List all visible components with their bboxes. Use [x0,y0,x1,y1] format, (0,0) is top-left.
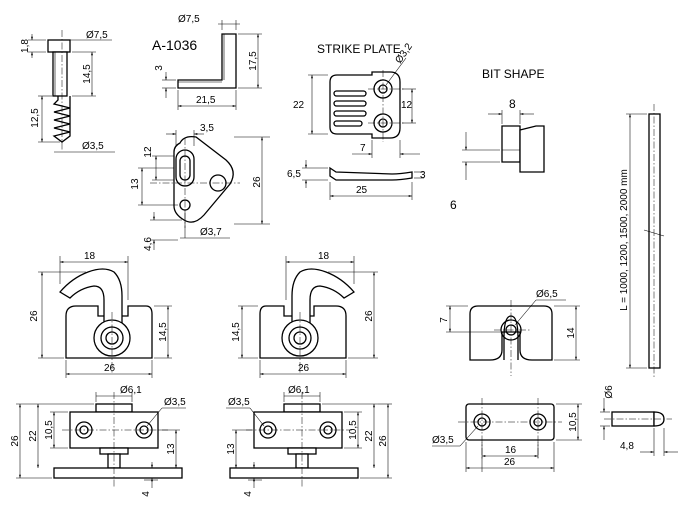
rod-view: L = 1000, 1200, 1500, 2000 mm Ø6 4,8 [600,104,678,456]
pin-d-pin: Ø7,5 [178,14,200,25]
br-t-base: 4 [243,491,254,497]
br-h-plate: 10,5 [348,420,359,440]
strike-h-holes: 12 [401,100,413,111]
catch-right-w-top: 18 [318,251,330,262]
strike-h-side: 6,5 [287,169,301,180]
catch-left-h-body: 14,5 [158,322,169,342]
catch-right-view: 18 26 14,5 26 [231,251,378,378]
bl-d-pin: Ø6,1 [120,385,142,396]
tri-w-top: 3,5 [200,123,214,134]
pin-t-base: 3 [154,65,165,71]
bit-width: 8 [509,97,516,111]
block-d-hole: Ø6,5 [536,289,558,300]
block-h-total: 14 [566,327,577,339]
screw-h-shank: 14,5 [82,64,93,84]
bl-t-base: 4 [141,491,152,497]
bottom-right-view: Ø6,1 Ø3,5 10,5 22 26 13 4 [226,385,392,497]
bit-block-plate-view: Ø3,5 10,5 16 26 [432,398,582,472]
bl-h-total: 26 [10,435,21,447]
screw-h-thread: 12,5 [30,108,41,128]
rod-d-rod: Ø6 [604,385,615,399]
rod-lengths: L = 1000, 1200, 1500, 2000 mm [619,169,630,311]
catch-left-w-top: 18 [84,251,96,262]
pin-h-total: 17,5 [248,51,259,71]
bit-block-view: Ø6,5 7 14 [439,289,580,376]
br-h-pitch: 13 [226,443,237,455]
catch-left-view: 18 26 14,5 26 [29,251,172,378]
bl-h-mid: 22 [28,430,39,442]
strike-t-side: 3 [420,170,426,181]
tri-d-hole: Ø3,7 [200,227,222,238]
bl-h-pitch: 13 [166,443,177,455]
triangle-plate-view: 3,5 12 13 26 4,6 Ø3,7 [130,123,270,251]
rod-d-end: 4,8 [620,441,634,452]
strike-w-side: 25 [356,185,368,196]
catch-right-h-total: 26 [364,310,375,322]
catch-right-w-base: 26 [298,363,310,374]
screw-d-head: Ø7,5 [86,30,108,41]
pin-w-base: 21,5 [196,95,216,106]
strike-plate-heading: STRIKE PLATE [317,42,401,56]
plate-w-total: 26 [504,457,516,468]
tri-h-mid: 13 [130,178,141,190]
br-h-total: 26 [378,435,389,447]
bl-h-plate: 10,5 [44,420,55,440]
bit-pin-view: A-1036 Ø7,5 17,5 3 21,5 [152,14,262,110]
strike-h-total: 22 [293,100,305,111]
plate-w-pitch: 16 [505,445,517,456]
bit-height: 6 [450,198,457,212]
screw-h-top: 1,8 [20,39,31,53]
tri-h-total: 26 [252,176,263,188]
strike-w-slot: 7 [360,143,366,154]
catch-left-w-base: 26 [104,363,116,374]
block-h-slot: 7 [439,317,450,323]
bl-d-hole: Ø3,5 [164,397,186,408]
bit-shape-view: BIT SHAPE 8 6 [450,67,545,212]
tri-h-bottom: 4,6 [143,237,154,251]
screw-d-thread: Ø3,5 [82,141,104,152]
bit-shape-heading: BIT SHAPE [482,67,544,81]
bottom-left-view: Ø6,1 Ø3,5 10,5 22 26 13 4 [10,385,186,497]
catch-right-h-body: 14,5 [231,322,242,342]
plate-h-total: 10,5 [568,412,579,432]
br-d-pin: Ø6,1 [288,385,310,396]
br-h-mid: 22 [364,430,375,442]
br-d-hole: Ø3,5 [228,397,250,408]
plate-d-hole: Ø3,5 [432,435,454,446]
screw-view: 1,8 Ø7,5 14,5 12,5 Ø3,5 [20,30,115,153]
strike-plate-view: STRIKE PLATE Ø3,2 22 12 7 25 [287,41,426,200]
catch-left-h-total: 26 [29,310,40,322]
tri-h-slot: 12 [143,146,154,158]
part-number: A-1036 [152,37,197,53]
